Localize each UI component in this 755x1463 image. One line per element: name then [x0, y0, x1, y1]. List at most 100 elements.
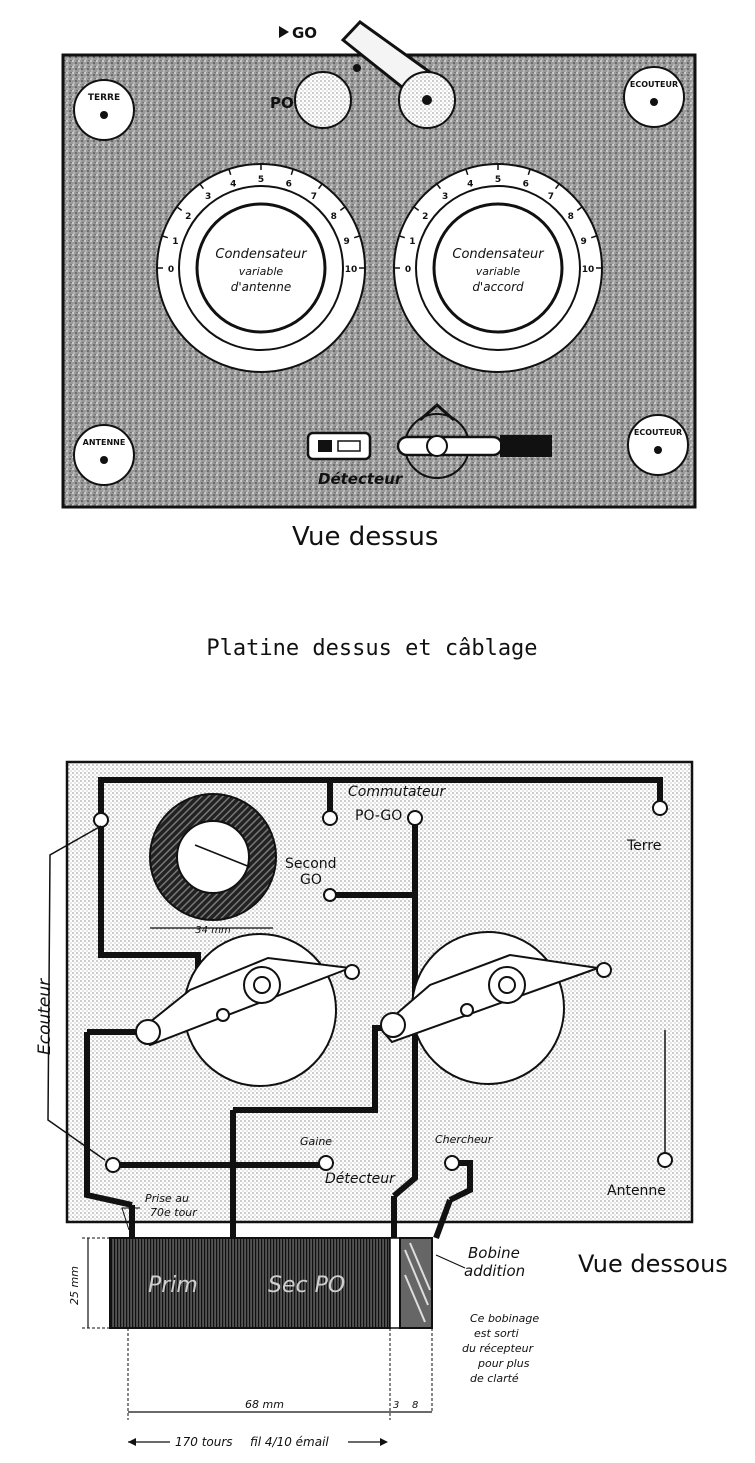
dial-scale-mark: 10 — [345, 265, 358, 275]
dial-scale-mark: 9 — [343, 237, 349, 247]
coil-prise2-label: 70e tour — [150, 1206, 198, 1219]
dial-antenna-capacitor: 0 1 2 3 4 5 6 7 8 9 10 Condensateur variable d'ant… — [156, 163, 366, 373]
coil-length-label: 68 mm — [245, 1398, 284, 1411]
top-view-title: Vue dessus — [292, 522, 438, 552]
terre-label: Terre — [626, 838, 661, 854]
detecteur-bottom-label: Détecteur — [325, 1171, 396, 1187]
dial-tick — [590, 235, 598, 239]
dial-right-line2: variable — [476, 265, 521, 278]
dial-tick — [554, 183, 560, 190]
chercheur-label: Chercheur — [435, 1133, 494, 1146]
dial-tick — [199, 183, 205, 190]
terminal-ecouteur-top-label: ECOUTEUR — [630, 80, 678, 89]
dial-scale-mark: 10 — [582, 265, 595, 275]
coil-note-0: Ce bobinage — [470, 1312, 539, 1325]
toroid-dim-label: 34 mm — [195, 925, 231, 936]
dial-tick — [228, 168, 232, 176]
terminal-ecouteur-bottom-label: ECOUTEUR — [634, 428, 682, 437]
coil-gap-label: 3 — [393, 1400, 399, 1411]
dial-tick — [398, 235, 406, 239]
coil-wire-label: fil 4/10 émail — [250, 1435, 329, 1449]
dial-right-scale: 0 1 2 3 4 5 6 7 8 9 10 — [394, 164, 602, 275]
dial-left-line3: d'antenne — [231, 280, 292, 294]
dial-right-line3: d'accord — [472, 280, 524, 294]
terminal-antenne-label: ANTENNE — [83, 438, 126, 447]
coil-prise-label: Prise au — [145, 1192, 189, 1205]
dial-scale-mark: 1 — [409, 237, 415, 247]
po-go-switch: GO PO — [270, 20, 456, 129]
switch-go-label: GO — [292, 24, 317, 42]
dial-scale-mark: 0 — [405, 265, 411, 275]
dial-scale-mark: 5 — [258, 175, 264, 185]
dial-scale-mark: 7 — [548, 192, 554, 202]
capacitor-right-bottom — [378, 931, 612, 1085]
dial-scale-mark: 3 — [442, 192, 448, 202]
dial-left-line2: variable — [239, 265, 284, 278]
bottom-view-panel: 34 mm — [65, 760, 694, 1224]
dial-tick — [576, 206, 583, 212]
dial-left-scale: 0 1 2 3 4 5 6 7 8 9 10 — [157, 164, 365, 275]
dial-scale-mark: 6 — [523, 179, 529, 189]
dial-scale-mark: 4 — [230, 179, 236, 189]
dial-scale-mark: 4 — [467, 179, 473, 189]
ecouteur-label: Ecouteur — [35, 978, 55, 1055]
terminal-ecouteur-top: ECOUTEUR — [623, 66, 685, 128]
coil-note-3: pour plus — [477, 1357, 530, 1370]
coil-primary-label: Prim — [148, 1273, 198, 1298]
dial-scale-mark: 8 — [568, 212, 574, 222]
dial-tuning-capacitor: 0 1 2 3 4 5 6 7 8 9 10 Condensateur variable d'acc… — [393, 163, 603, 373]
capacitor-left-bottom — [135, 933, 360, 1087]
dial-scale-mark: 2 — [185, 212, 191, 222]
coil-height-label: 25 mm — [68, 1266, 81, 1305]
dial-tick — [176, 206, 183, 212]
terminal-terre-label: TERRE — [88, 93, 120, 103]
detector-assembly: Détecteur — [306, 402, 552, 488]
dial-left-line1: Condensateur — [215, 247, 308, 262]
coil-note-1: est sorti — [474, 1327, 519, 1340]
toroid-coil: 34 mm — [149, 793, 277, 936]
dial-scale-mark: 1 — [172, 237, 178, 247]
caption: Platine dessus et câblage — [206, 636, 537, 661]
coil-width-label: 8 — [412, 1400, 418, 1411]
dial-scale-mark: 0 — [168, 265, 174, 275]
second-label: Second — [285, 856, 337, 872]
coil-note-4: de clarté — [470, 1372, 519, 1385]
dial-tick — [161, 235, 169, 239]
dial-scale-mark: 3 — [205, 192, 211, 202]
dial-scale-mark: 7 — [311, 192, 317, 202]
coil-drawing: Prim Sec PO Prise au 70e tour Bobine add… — [68, 1192, 539, 1449]
coil-addition-label: addition — [464, 1262, 525, 1280]
commutateur-label: Commutateur — [348, 784, 447, 800]
dial-tick — [339, 206, 346, 212]
dial-scale-mark: 5 — [495, 175, 501, 185]
ecouteur-leader: Ecouteur — [35, 825, 106, 1161]
top-view-panel: GO PO TERRE ECOUTEUR ANTENNE ECOUTEUR — [61, 20, 697, 509]
coil-bobine-label: Bobine — [468, 1244, 520, 1262]
coil-sec-po-label: Sec PO — [268, 1273, 345, 1298]
dial-tick — [527, 168, 531, 176]
terminal-antenne: ANTENNE — [73, 424, 135, 486]
dial-scale-mark: 2 — [422, 212, 428, 222]
switch-po-label: PO — [270, 94, 294, 112]
dial-tick — [465, 168, 469, 176]
dial-scale-mark: 9 — [580, 237, 586, 247]
dial-tick — [290, 168, 294, 176]
bottom-view-title: Vue dessous — [578, 1250, 728, 1278]
terminal-terre: TERRE — [73, 79, 135, 141]
dial-tick — [353, 235, 361, 239]
coil-note-2: du récepteur — [462, 1342, 535, 1355]
dial-scale-mark: 8 — [331, 212, 337, 222]
terminals-bottom — [93, 800, 673, 1173]
antenne-label: Antenne — [607, 1183, 666, 1199]
dial-tick — [317, 183, 323, 190]
dial-right-line1: Condensateur — [452, 247, 545, 262]
dial-scale-mark: 6 — [286, 179, 292, 189]
detector-label: Détecteur — [318, 470, 404, 488]
go-label: GO — [300, 872, 322, 888]
dial-tick — [413, 206, 420, 212]
dial-tick — [436, 183, 442, 190]
po-go-label: PO-GO — [355, 808, 402, 824]
terminal-ecouteur-bottom: ECOUTEUR — [627, 414, 689, 476]
coil-turns-label: 170 tours — [175, 1435, 233, 1449]
